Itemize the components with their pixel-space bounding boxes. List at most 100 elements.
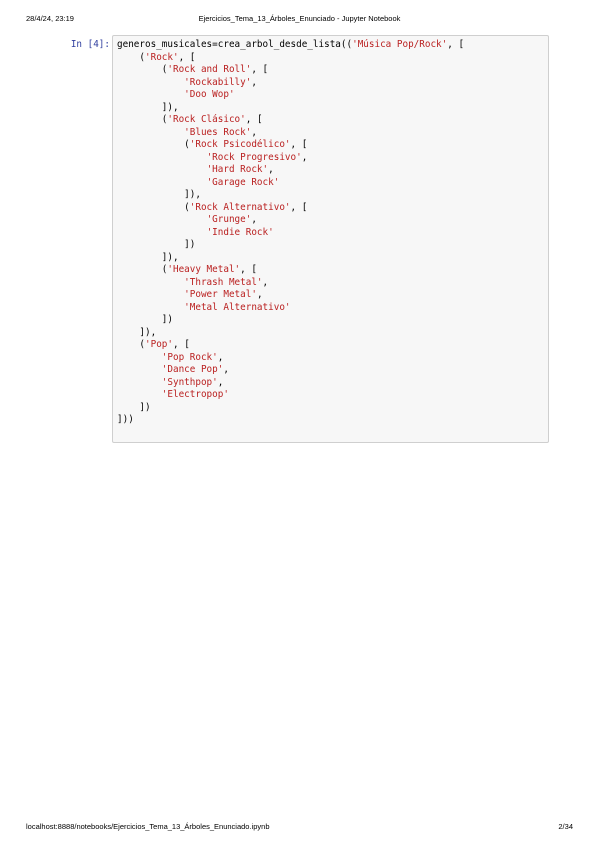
code-token: ( xyxy=(117,339,145,350)
code-token: , [ xyxy=(447,39,465,50)
code-token: , [ xyxy=(290,139,308,150)
code-line: ]) xyxy=(117,314,548,327)
code-token xyxy=(117,289,184,300)
code-line: 'Doo Wop' xyxy=(117,89,548,102)
code-token xyxy=(117,277,184,288)
code-token: generos_musicales=crea_arbol_desde_lista… xyxy=(117,39,353,50)
code-token: , xyxy=(268,164,274,175)
code-token xyxy=(117,389,162,400)
code-line: ('Rock and Roll', [ xyxy=(117,64,548,77)
code-token: ( xyxy=(117,51,145,63)
print-title: Ejercicios_Tema_13_Árboles_Enunciado - J… xyxy=(198,14,401,23)
code-editor[interactable]: generos_musicales=crea_arbol_desde_lista… xyxy=(113,36,548,427)
code-token: , xyxy=(251,214,257,225)
string-token: 'Rock Progresivo' xyxy=(206,151,302,163)
code-token: ]) xyxy=(117,401,151,413)
string-token: 'Synthpop' xyxy=(161,376,218,388)
page-number: 2/34 xyxy=(558,822,573,831)
code-input-area[interactable]: generos_musicales=crea_arbol_desde_lista… xyxy=(112,35,549,443)
string-token: 'Rock' xyxy=(145,51,179,63)
code-token: , [ xyxy=(290,201,308,213)
code-line: ]), xyxy=(117,327,548,340)
code-token xyxy=(117,152,207,163)
code-token: , xyxy=(217,376,224,388)
code-line: ('Pop', [ xyxy=(117,339,548,352)
code-line: 'Indie Rock' xyxy=(117,227,548,240)
string-token: 'Grunge' xyxy=(206,214,252,225)
string-token: 'Garage Rock' xyxy=(206,176,280,188)
code-token xyxy=(117,352,162,363)
print-header: 28/4/24, 23:19 Ejercicios_Tema_13_Árbole… xyxy=(26,14,573,26)
print-url: localhost:8888/notebooks/Ejercicios_Tema… xyxy=(26,822,270,831)
code-token: ( xyxy=(117,114,168,125)
string-token: 'Power Metal' xyxy=(184,289,257,300)
code-token: , xyxy=(251,126,257,138)
code-token: , [ xyxy=(240,264,257,275)
code-line: 'Pop Rock', xyxy=(117,352,548,365)
code-line: ])) xyxy=(117,414,548,427)
code-line: generos_musicales=crea_arbol_desde_lista… xyxy=(117,39,548,52)
code-token: ( xyxy=(117,264,168,275)
code-token xyxy=(117,377,162,388)
code-line: ]) xyxy=(117,239,548,252)
code-token: ]) xyxy=(117,239,196,250)
code-token: , xyxy=(256,289,263,300)
string-token: 'Rockabilly' xyxy=(184,76,252,88)
string-token: 'Hard Rock' xyxy=(206,164,269,175)
code-line: ]), xyxy=(117,252,548,265)
code-token: , xyxy=(223,364,229,375)
string-token: 'Blues Rock' xyxy=(184,126,252,138)
code-line: 'Metal Alternativo' xyxy=(117,302,548,315)
string-token: 'Pop Rock' xyxy=(161,351,218,363)
code-line: ]) xyxy=(117,402,548,415)
input-prompt: In [4]: xyxy=(70,39,110,50)
code-token: , [ xyxy=(251,64,269,75)
string-token: 'Thrash Metal' xyxy=(184,276,263,288)
code-token xyxy=(117,302,184,313)
code-token: , [ xyxy=(245,114,263,125)
string-token: 'Rock Alternativo' xyxy=(189,201,291,213)
string-token: 'Heavy Metal' xyxy=(167,264,241,275)
string-token: 'Rock and Roll' xyxy=(167,64,252,75)
code-token xyxy=(117,177,207,188)
code-line: ('Heavy Metal', [ xyxy=(117,264,548,277)
code-token xyxy=(117,77,184,88)
code-token: ]), xyxy=(117,101,179,113)
code-token: , xyxy=(301,151,308,163)
code-line: 'Grunge', xyxy=(117,214,548,227)
code-token: ]), xyxy=(117,326,157,338)
code-token: ( xyxy=(117,201,190,213)
code-token xyxy=(117,127,184,138)
print-datetime: 28/4/24, 23:19 xyxy=(26,14,74,23)
code-line: ]), xyxy=(117,102,548,115)
code-line: 'Garage Rock' xyxy=(117,177,548,190)
string-token: 'Pop' xyxy=(145,339,173,350)
code-line: ('Rock Alternativo', [ xyxy=(117,202,548,215)
code-token: ]), xyxy=(117,251,179,263)
code-line: 'Hard Rock', xyxy=(117,164,548,177)
string-token: 'Rock Psicodélico' xyxy=(189,139,291,150)
code-line: 'Rock Progresivo', xyxy=(117,152,548,165)
string-token: 'Indie Rock' xyxy=(206,226,274,238)
code-line: 'Rockabilly', xyxy=(117,77,548,90)
code-token: , xyxy=(262,276,269,288)
code-token xyxy=(117,89,184,100)
string-token: 'Doo Wop' xyxy=(184,89,235,100)
code-token: , xyxy=(251,76,257,88)
code-token: , xyxy=(217,351,224,363)
code-token: ( xyxy=(117,139,190,150)
string-token: 'Dance Pop' xyxy=(161,364,224,375)
code-line: ('Rock Clásico', [ xyxy=(117,114,548,127)
code-token: ]) xyxy=(117,314,173,325)
code-line: 'Power Metal', xyxy=(117,289,548,302)
code-line: ('Rock', [ xyxy=(117,52,548,65)
code-line: 'Synthpop', xyxy=(117,377,548,390)
code-line: 'Electropop' xyxy=(117,389,548,402)
code-token: ]), xyxy=(117,189,201,200)
code-token: , [ xyxy=(178,51,196,63)
code-token xyxy=(117,364,162,375)
code-line: 'Thrash Metal', xyxy=(117,277,548,290)
code-token xyxy=(117,227,207,238)
string-token: 'Electropop' xyxy=(161,389,229,400)
code-line: ]), xyxy=(117,189,548,202)
